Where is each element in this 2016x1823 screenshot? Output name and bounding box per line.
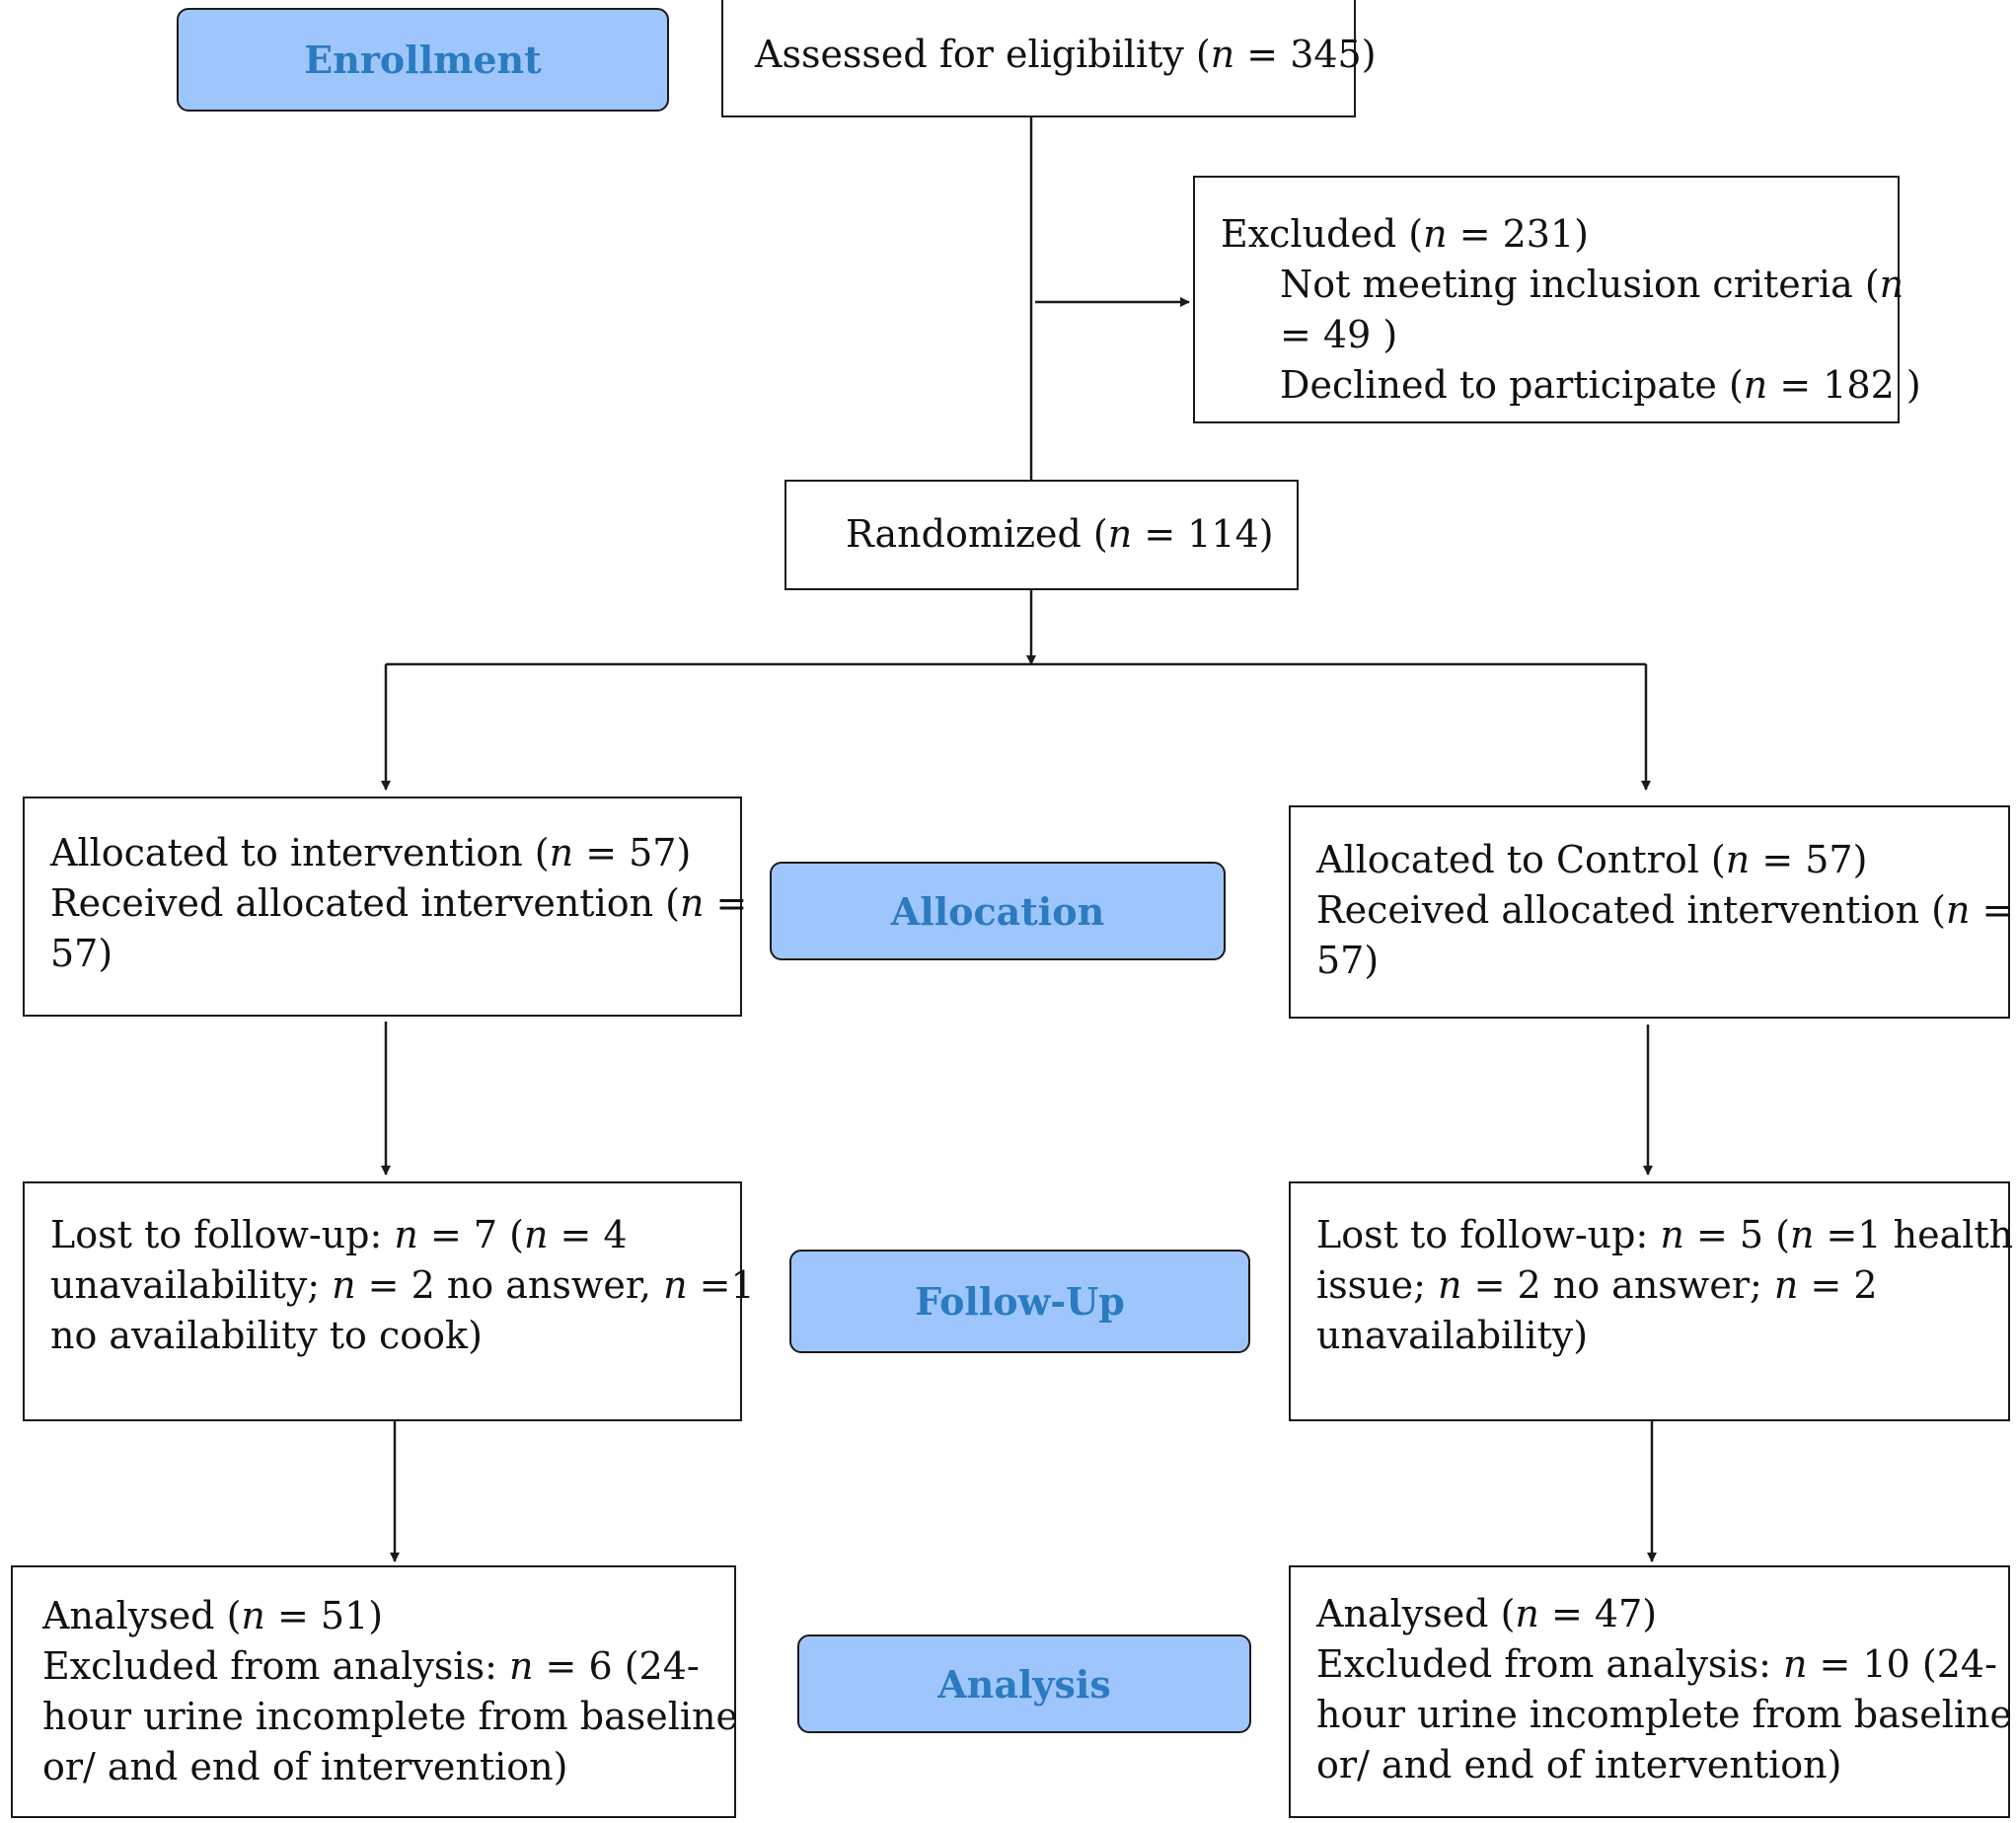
- analysis-control-line4: or/ and end of intervention): [1316, 1743, 1842, 1786]
- excluded-box: Excluded (n = 231) Not meeting inclusion…: [1193, 176, 1921, 423]
- randomized-box: Randomized (n = 114): [784, 480, 1299, 590]
- allocation-intervention-box: Allocated to intervention (n = 57) Recei…: [23, 797, 748, 1017]
- assessed-text: Assessed for eligibility (n = 345): [755, 33, 1377, 76]
- stage-allocation-label: Allocation: [890, 888, 1105, 934]
- alloc-intervention-line2: Received allocated intervention (n =: [50, 881, 748, 925]
- alloc-intervention-line3: 57): [50, 932, 113, 975]
- analysis-intervention-line2: Excluded from analysis: n = 6 (24-: [42, 1644, 700, 1688]
- excluded-title: Excluded (n = 231): [1221, 212, 1589, 256]
- analysis-control-box: Analysed (n = 47) Excluded from analysis…: [1289, 1565, 2012, 1818]
- analysis-intervention-line3: hour urine incomplete from baseline: [42, 1695, 738, 1738]
- stage-analysis-label: Analysis: [937, 1661, 1111, 1707]
- allocation-control-box: Allocated to Control (n = 57) Received a…: [1289, 805, 2014, 1019]
- stage-follow-up-label: Follow-Up: [915, 1279, 1125, 1324]
- stage-allocation: Allocation: [770, 862, 1226, 960]
- excluded-not-meeting: Not meeting inclusion criteria (n: [1280, 263, 1904, 306]
- followup-intervention-box: Lost to follow-up: n = 7 (n = 4 unavaila…: [23, 1181, 755, 1421]
- assessed-box: Assessed for eligibility (n = 345): [721, 0, 1377, 117]
- followup-control-line3: unavailability): [1316, 1314, 1589, 1357]
- analysis-intervention-line1: Analysed (n = 51): [42, 1594, 384, 1637]
- alloc-control-line1: Allocated to Control (n = 57): [1316, 838, 1868, 881]
- followup-intervention-line3: no availability to cook): [50, 1314, 483, 1357]
- alloc-control-line2: Received allocated intervention (n =: [1316, 888, 2014, 932]
- followup-control-line2: issue; n = 2 no answer; n = 2: [1316, 1263, 1878, 1307]
- analysis-control-line1: Analysed (n = 47): [1316, 1592, 1658, 1635]
- followup-control-line1: Lost to follow-up: n = 5 (n =1 health: [1316, 1213, 2014, 1256]
- stage-enrollment-label: Enrollment: [304, 38, 542, 82]
- excluded-not-meeting-count: = 49 ): [1280, 313, 1398, 356]
- analysis-intervention-box: Analysed (n = 51) Excluded from analysis…: [11, 1565, 738, 1818]
- followup-intervention-line2: unavailability; n = 2 no answer, n =1: [50, 1263, 755, 1307]
- excluded-declined: Declined to participate (n = 182 ): [1280, 363, 1921, 407]
- analysis-control-line3: hour urine incomplete from baseline: [1316, 1693, 2012, 1736]
- followup-control-box: Lost to follow-up: n = 5 (n =1 health is…: [1289, 1181, 2014, 1421]
- randomized-text: Randomized (n = 114): [846, 512, 1274, 556]
- stage-follow-up: Follow-Up: [789, 1250, 1250, 1353]
- stage-analysis: Analysis: [797, 1634, 1251, 1733]
- stage-enrollment: Enrollment: [177, 8, 669, 112]
- alloc-intervention-line1: Allocated to intervention (n = 57): [50, 831, 692, 874]
- followup-intervention-line1: Lost to follow-up: n = 7 (n = 4: [50, 1213, 628, 1256]
- analysis-intervention-line4: or/ and end of intervention): [42, 1745, 568, 1788]
- analysis-control-line2: Excluded from analysis: n = 10 (24-: [1316, 1642, 1997, 1686]
- alloc-control-line3: 57): [1316, 939, 1380, 982]
